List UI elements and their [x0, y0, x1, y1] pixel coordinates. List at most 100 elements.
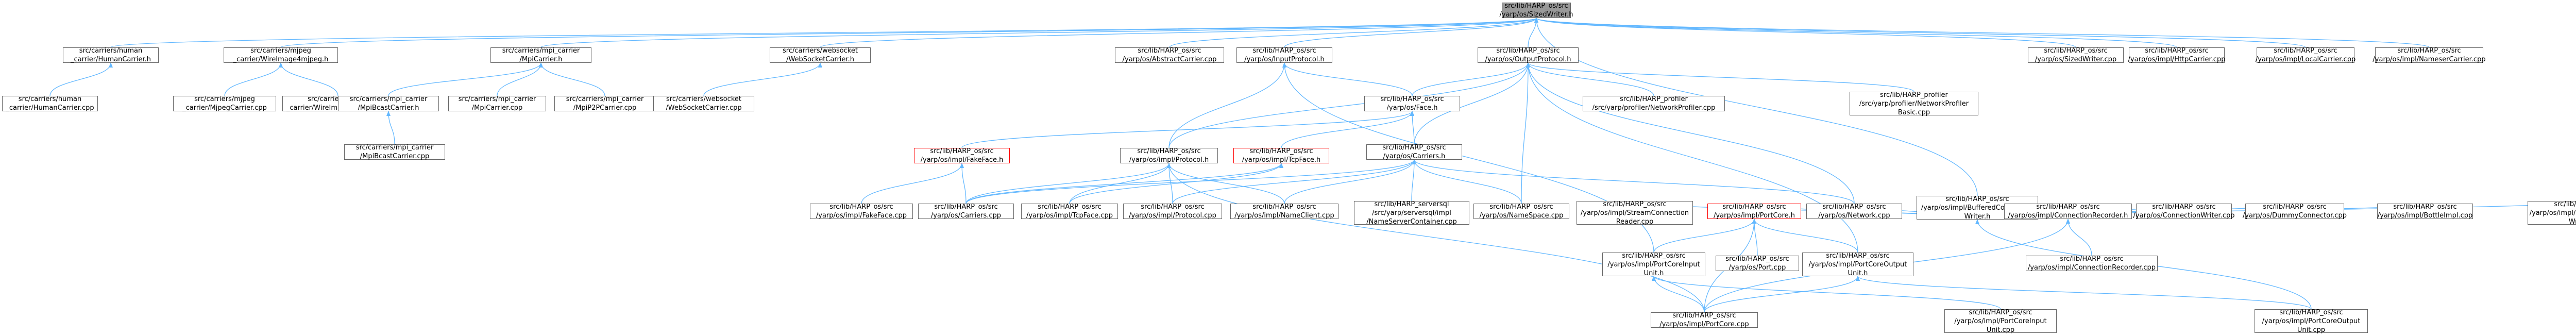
node-bufferedconnectionwriter-cpp[interactable]: src/lib/HARP_os/src/yarp/os/impl/Buffere… — [2528, 200, 2576, 226]
include-edge-fakeface_cpp-to-fakeface_h — [861, 163, 964, 204]
node-inputprotocol-h[interactable]: src/lib/HARP_os/src/yarp/os/InputProtoco… — [1236, 47, 1332, 63]
node-fakeface-cpp[interactable]: src/lib/HARP_os/src/yarp/os/impl/FakeFac… — [810, 203, 913, 220]
node-label-line: /yarp/os/Network.cpp — [1818, 212, 1890, 220]
node-port-cpp[interactable]: src/lib/HARP_os/src/yarp/os/Port.cpp — [1716, 255, 1799, 272]
include-edge-carriers_cpp-to-fakeface_h — [960, 163, 967, 204]
node-mpicarrier-cpp[interactable]: src/carriers/mpi_carrier/MpiCarrier.cpp — [448, 95, 546, 112]
node-connectionwriter-cpp[interactable]: src/lib/HARP_os/src/yarp/os/ConnectionWr… — [2133, 203, 2235, 220]
node-label-line: /yarp/os/impl/TcpFace.cpp — [1026, 212, 1113, 220]
node-nameservercontainer-cpp[interactable]: src/lib/HARP_serversql/src/yarp/serversq… — [1354, 200, 1469, 226]
node-protocol-cpp[interactable]: src/lib/HARP_os/src/yarp/os/impl/Protoco… — [1123, 203, 1222, 220]
node-namesercarrier-cpp[interactable]: src/lib/HARP_os/src/yarp/os/impl/Nameser… — [2372, 47, 2485, 63]
node-label-line: src/carriers/mjpeg — [194, 95, 255, 103]
node-abstractcarrier-cpp[interactable]: src/lib/HARP_os/src/yarp/os/AbstractCarr… — [1115, 47, 1224, 63]
node-label-line: src/lib/HARP_os/src — [2274, 47, 2337, 55]
node-humancarrier-h[interactable]: src/carriers/human_carrier/HumanCarrier.… — [63, 47, 159, 63]
node-mjpegcarrier-cpp[interactable]: src/carriers/mjpeg_carrier/MjpegCarrier.… — [173, 95, 276, 112]
include-edge-namecontainer_cpp-to-carriers_h — [1411, 159, 1416, 201]
node-label-line: Unit.cpp — [2297, 326, 2326, 334]
node-carriers-h[interactable]: src/lib/HARP_os/src/yarp/os/Carriers.h — [1366, 144, 1462, 160]
node-networkprofilerbasic-cpp[interactable]: src/lib/HARP_profiler/src/yarp/profiler/… — [1850, 91, 1978, 116]
include-edge-ws_h-to-root — [820, 18, 1538, 48]
node-connectionrecorder-cpp[interactable]: src/lib/HARP_os/src/yarp/os/impl/Connect… — [2026, 255, 2158, 272]
node-httpcarrier-cpp[interactable]: src/lib/HARP_os/src/yarp/os/impl/HttpCar… — [2128, 47, 2226, 63]
include-edge-localcarrier_cpp-to-root — [1534, 18, 2306, 48]
node-websocketcarrier-h[interactable]: src/carriers/websocket/WebSocketCarrier.… — [770, 47, 871, 63]
node-label-line: src/lib/HARP_os/src — [2393, 203, 2457, 211]
include-edge-mjpeg_h-to-root — [280, 18, 1538, 48]
node-namespace-cpp[interactable]: src/lib/HARP_os/src/yarp/os/NameSpace.cp… — [1473, 203, 1569, 220]
node-label-line: /yarp/os/NameSpace.cpp — [1479, 212, 1564, 220]
node-label-line: /yarp/os/impl/PortCoreOutput — [2262, 317, 2361, 325]
include-edge-portcore_cpp-to-portcoreinput_h — [1652, 276, 1705, 313]
node-portcoreoutputunit-h[interactable]: src/lib/HARP_os/src/yarp/os/impl/PortCor… — [1802, 252, 1913, 277]
node-label-line: Reader.cpp — [1616, 217, 1654, 226]
node-network-cpp[interactable]: src/lib/HARP_os/src/yarp/os/Network.cpp — [1806, 203, 1902, 220]
include-edge-carriers_h-to-face_h — [1410, 111, 1415, 145]
node-label-line: /yarp/os/DummyConnector.cpp — [2242, 212, 2347, 220]
node-mpip2pcarrier-cpp[interactable]: src/carriers/mpi_carrier/MpiP2PCarrier.c… — [554, 95, 655, 112]
node-label-line: src/lib/HARP_os/src — [1252, 47, 1316, 55]
include-edge-connrecorder_cpp-to-connrecorder_h — [2066, 219, 2092, 256]
node-portcore-h[interactable]: src/lib/HARP_os/src/yarp/os/impl/PortCor… — [1707, 203, 1801, 220]
node-outputprotocol-h[interactable]: src/lib/HARP_os/src/yarp/os/OutputProtoc… — [1478, 47, 1579, 63]
node-dummyconnector-cpp[interactable]: src/lib/HARP_os/src/yarp/os/DummyConnect… — [2242, 203, 2347, 220]
node-connectionrecorder-h[interactable]: src/lib/HARP_os/src/yarp/os/impl/Connect… — [2004, 203, 2132, 220]
node-mpibcastcarrier-cpp[interactable]: src/carriers/mpi_carrier/MpiBcastCarrier… — [344, 144, 445, 160]
node-label-line: /yarp/os/impl/Protocol.h — [1129, 156, 1209, 164]
node-wireimage4mjpeg-h[interactable]: src/carriers/mjpeg_carrier/WireImage4mjp… — [224, 47, 338, 63]
node-mpibcastcarrier-h[interactable]: src/carriers/mpi_carrier/MpiBcastCarrier… — [338, 95, 439, 112]
node-label-line: src/carriers/mjpeg — [250, 47, 311, 55]
node-protocol-h[interactable]: src/lib/HARP_os/src/yarp/os/impl/Protoco… — [1120, 147, 1218, 164]
include-edge-outputproto_h-to-root — [1528, 18, 1538, 48]
node-label-line: src/lib/HARP_os/src — [1722, 203, 1786, 211]
node-label-line: src/carriers/human — [18, 95, 82, 103]
node-portcoreinputunit-h[interactable]: src/lib/HARP_os/src/yarp/os/impl/PortCor… — [1602, 252, 1705, 277]
include-edge-carriers_cpp-to-protocol_h — [965, 163, 1171, 204]
node-sizedwriter-cpp[interactable]: src/lib/HARP_os/src/yarp/os/SizedWriter.… — [2028, 47, 2124, 63]
include-edge-mjpeg_carrier_cpp-to-mjpeg_h — [224, 62, 283, 96]
include-edge-protocol_cpp-to-protocol_h — [1167, 163, 1173, 204]
node-fakeface-h[interactable]: src/lib/HARP_os/src/yarp/os/impl/FakeFac… — [914, 147, 1010, 164]
node-carriers-cpp[interactable]: src/lib/HARP_os/src/yarp/os/Carriers.cpp — [918, 203, 1014, 220]
node-label-line: src/lib/HARP_os/src — [1672, 312, 1736, 320]
include-edge-human_cpp-to-human_h — [49, 62, 113, 96]
node-portcore-cpp[interactable]: src/lib/HARP_os/src/yarp/os/impl/PortCor… — [1651, 312, 1758, 328]
node-root-sizedwriter-h[interactable]: src/lib/HARP_os/src/yarp/os/SizedWriter.… — [1500, 2, 1573, 19]
include-edge-mpibcast_h-to-mpi_h — [388, 62, 543, 96]
include-edge-tcpface_h-to-face_h — [1281, 111, 1414, 148]
node-face-h[interactable]: src/lib/HARP_os/src/yarp/os/Face.h — [1364, 95, 1460, 112]
node-label-line: _carrier/HumanCarrier.h — [71, 56, 151, 63]
node-label-line: src/lib/HARP_os/src — [1822, 203, 1886, 211]
node-label-line: Writer.h — [1964, 212, 1991, 221]
node-label-line: /yarp/os/Port.cpp — [1728, 264, 1786, 272]
node-streamconnectionreader-cpp[interactable]: src/lib/HARP_os/src/yarp/os/impl/StreamC… — [1577, 200, 1693, 226]
include-edge-carriers_h-to-outputproto_h — [1414, 62, 1530, 145]
node-label-line: src/lib/HARP_os/src — [2060, 255, 2124, 263]
node-label-line: /yarp/os/impl/BottleImpl.cpp — [2377, 212, 2473, 220]
node-label-line: /MpiBcastCarrier.h — [358, 104, 419, 112]
node-nameclient-cpp[interactable]: src/lib/HARP_os/src/yarp/os/impl/NameCli… — [1230, 203, 1338, 220]
node-label-line: src/lib/HARP_os/src — [1504, 2, 1568, 10]
node-label-line: /yarp/os/InputProtocol.h — [1244, 56, 1325, 63]
node-label-line: /WebSocketCarrier.h — [786, 56, 854, 63]
node-websocketcarrier-cpp[interactable]: src/carriers/websocket/WebSocketCarrier.… — [653, 95, 754, 112]
node-tcpface-h[interactable]: src/lib/HARP_os/src/yarp/os/impl/TcpFace… — [1233, 147, 1329, 164]
node-label-line: /MpiCarrier.cpp — [471, 104, 523, 112]
node-label-line: src/lib/HARP_os/src — [2152, 203, 2216, 211]
node-portcoreinputunit-cpp[interactable]: src/lib/HARP_os/src/yarp/os/impl/PortCor… — [1944, 309, 2057, 334]
node-localcarrier-cpp[interactable]: src/lib/HARP_os/src/yarp/os/impl/LocalCa… — [2256, 47, 2355, 63]
node-label-line: /MpiBcastCarrier.cpp — [360, 153, 430, 160]
node-bottleimpl-cpp[interactable]: src/lib/HARP_os/src/yarp/os/impl/BottleI… — [2377, 203, 2473, 220]
node-tcpface-cpp[interactable]: src/lib/HARP_os/src/yarp/os/impl/TcpFace… — [1021, 203, 1118, 220]
node-label-line: /yarp/os/Carriers.cpp — [930, 212, 1002, 220]
include-edge-face_h-to-inputproto_h — [1282, 62, 1413, 96]
node-humancarrier-cpp[interactable]: src/carriers/human_carrier/HumanCarrier.… — [2, 95, 98, 112]
node-label-line: /yarp/os/Carriers.h — [1383, 153, 1446, 160]
node-label-line: Unit.cpp — [1986, 326, 2015, 334]
node-networkprofiler-cpp[interactable]: src/lib/HARP_profiler/src/yarp/profiler/… — [1583, 95, 1725, 112]
node-portcoreoutputunit-cpp[interactable]: src/lib/HARP_os/src/yarp/os/impl/PortCor… — [2255, 309, 2368, 334]
node-mpicarrier-h[interactable]: src/carriers/mpi_carrier/MpiCarrier.h — [490, 47, 591, 63]
node-label-line: /src/yarp/serversql/impl — [1372, 209, 1451, 217]
